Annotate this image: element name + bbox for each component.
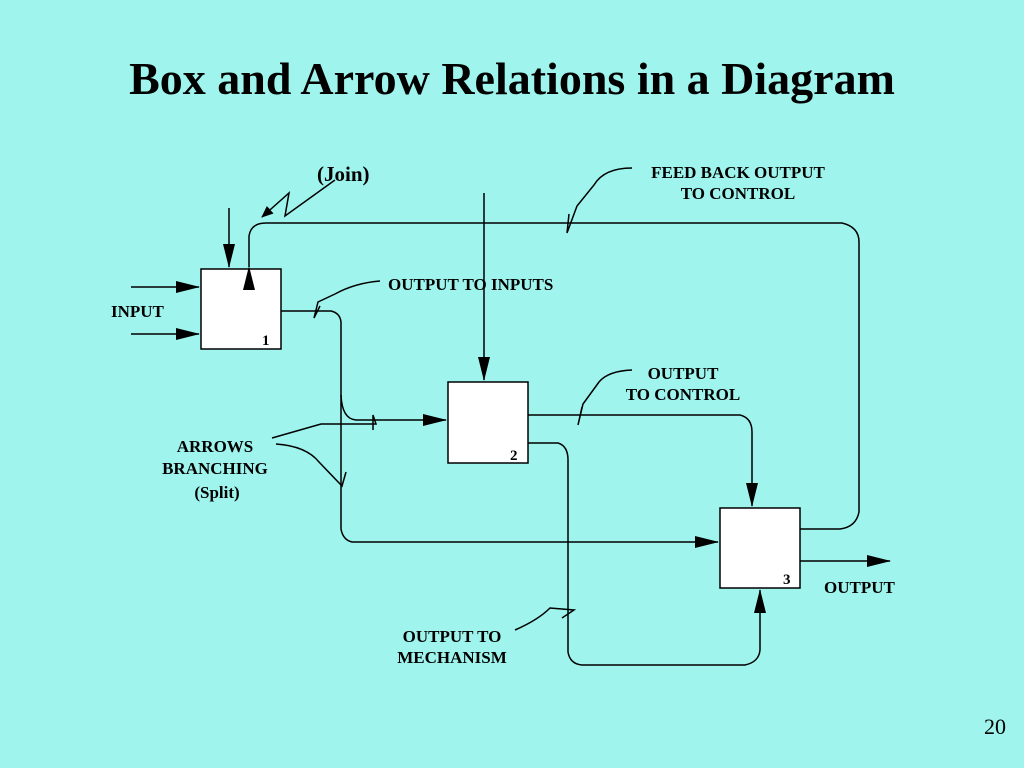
branching-label-line3: (Split) [194,483,239,502]
output-to-control-callout [577,369,633,426]
box-number-2: 2 [510,448,518,464]
activity-box-1 [200,268,282,350]
page-number: 20 [984,714,1006,739]
branching-callout-lower [275,443,347,488]
activity-box-3 [719,507,801,589]
feedback-label-line1: FEED BACK OUTPUT [651,163,825,182]
output-to-control-label-line2: TO CONTROL [626,385,740,404]
output-to-control-label-line1: OUTPUT [648,364,720,383]
branching-label-line1: ARROWS [177,437,254,456]
output-to-inputs-label: OUTPUT TO INPUTS [388,275,553,294]
feedback-label-line2: TO CONTROL [681,184,795,203]
join-callout [261,179,336,218]
box-number-3: 3 [783,572,791,588]
box2-output-to-control-arrow [528,414,758,507]
output-label: OUTPUT [824,578,896,597]
slide-title: Box and Arrow Relations in a Diagram [129,53,895,104]
input-label: INPUT [111,302,165,321]
mechanism-label-line2: MECHANISM [397,648,507,667]
branch-to-box2-arrow [340,394,447,426]
box1-output-arrow [281,310,719,548]
output-to-inputs-callout [313,280,381,319]
box-number-1: 1 [262,333,270,349]
feedback-callout [566,167,633,234]
box2-output-to-mechanism-arrow [528,442,766,666]
feedback-control-arrow [243,222,860,530]
mechanism-callout [514,607,577,631]
branching-label-line2: BRANCHING [162,459,268,478]
branching-callout-upper [271,414,378,439]
activity-box-2 [447,381,529,464]
mechanism-label-line1: OUTPUT TO [403,627,502,646]
join-label: (Join) [317,162,370,186]
